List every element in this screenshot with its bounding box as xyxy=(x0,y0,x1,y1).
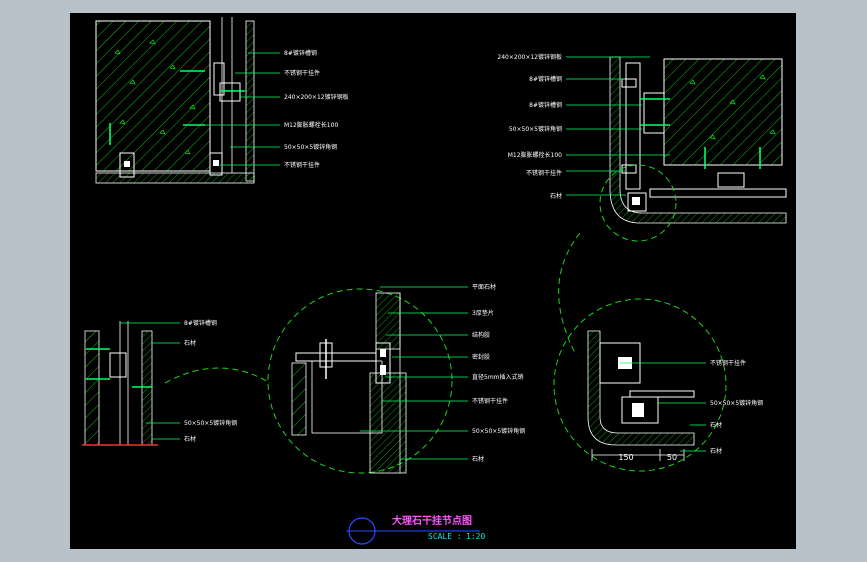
stone-panel-base xyxy=(95,172,255,184)
label: 不锈钢干挂件 xyxy=(284,69,320,77)
label: 不锈钢干挂件 xyxy=(472,397,508,405)
label: 不锈钢干挂件 xyxy=(526,169,562,177)
expansion-bolts xyxy=(86,348,152,388)
label: 50×50×5镀锌角钢 xyxy=(710,399,763,407)
concrete-aggregate-marks xyxy=(114,39,196,155)
drawing-sheet: 8#镀锌槽钢 不锈钢干挂件 240×200×12镀锌钢板 M12膨胀螺栓长100… xyxy=(70,13,796,549)
clip-anchor-pin xyxy=(213,160,219,166)
drawing-title: 大理石干挂节点图 xyxy=(392,514,472,527)
label: 结构胶 xyxy=(472,331,490,339)
bracket xyxy=(109,352,127,378)
label: 3厚垫片 xyxy=(472,309,494,317)
clip-anchor-pin xyxy=(632,197,640,205)
wall-section xyxy=(84,330,100,446)
stone-panel-vertical xyxy=(245,20,255,182)
wall-section xyxy=(291,362,307,436)
callout-connector xyxy=(558,232,581,354)
label: 8#镀锌槽钢 xyxy=(529,75,562,83)
steel-plate xyxy=(213,62,225,96)
label: 平面石材 xyxy=(472,283,496,291)
scale-value: 1:20 xyxy=(466,532,485,541)
leader-lines xyxy=(195,52,280,166)
label: 50×50×5镀锌角钢 xyxy=(472,427,525,435)
label: 240×200×12镀锌钢板 xyxy=(497,53,562,61)
steel-channel xyxy=(625,62,641,190)
angle-steel xyxy=(649,188,787,198)
concrete-wall xyxy=(663,58,783,166)
stone-panel xyxy=(141,330,153,446)
label: 50×50×5镀锌角钢 xyxy=(509,125,562,133)
dimension-text: 50 xyxy=(667,453,677,462)
stone-panel-lower xyxy=(369,372,407,474)
leader-lines xyxy=(360,286,468,460)
detail-bottom-left: 8#镀锌槽钢 石材 50×50×5镀锌角钢 石材 xyxy=(82,319,237,446)
clip-anchor-pin xyxy=(124,161,130,167)
clip-anchor xyxy=(627,192,647,212)
clip-anchor-pin xyxy=(380,365,386,375)
stone-panel-upper xyxy=(375,292,401,350)
label: 石材 xyxy=(710,421,722,429)
detail-top-left: 8#镀锌槽钢 不锈钢干挂件 240×200×12镀锌钢板 M12膨胀螺栓长100… xyxy=(95,17,349,184)
label: M12膨胀螺栓长100 xyxy=(508,151,562,159)
label: 石材 xyxy=(184,339,196,347)
angle-steel xyxy=(295,352,377,362)
callout-connector xyxy=(164,367,271,384)
label: 石材 xyxy=(472,455,484,463)
clip-anchor xyxy=(717,172,745,188)
detail-callout-circle xyxy=(599,164,677,242)
clip-anchor-pin xyxy=(632,403,644,417)
angle-steel xyxy=(629,390,695,398)
dimension-text: 150 xyxy=(618,453,633,462)
angle-steel-profile xyxy=(311,360,383,434)
leader-lines xyxy=(620,362,706,452)
concrete-aggregate-marks xyxy=(689,74,776,140)
clip-anchor xyxy=(119,152,135,178)
concrete-wall xyxy=(95,20,211,172)
label: 8#镀锌槽钢 xyxy=(529,101,562,109)
label: 不锈钢干挂件 xyxy=(284,161,320,169)
detail-enlargement-circle xyxy=(553,298,727,472)
title-block: 大理石干挂节点图 SCALE : 1:20 xyxy=(346,514,485,545)
leader-lines xyxy=(120,322,180,440)
label: 密封胶 xyxy=(472,353,490,361)
scale-label: SCALE : xyxy=(428,532,462,541)
label: 50×50×5镀锌角钢 xyxy=(284,143,337,151)
label: M12膨胀螺栓长100 xyxy=(284,121,338,129)
stone-panel-corner xyxy=(609,56,787,224)
steel-plate xyxy=(643,92,665,134)
label: 石材 xyxy=(550,192,562,200)
clip-anchor xyxy=(209,152,223,176)
label: 直径5mm插入式销 xyxy=(472,373,524,381)
leader-lines xyxy=(566,56,670,196)
label: 不锈钢干挂件 xyxy=(710,359,746,367)
detail-bottom-center: 平面石材 3厚垫片 结构胶 密封胶 直径5mm插入式销 不锈钢干挂件 50×50… xyxy=(267,283,525,474)
clip-anchor xyxy=(375,342,391,384)
label: 50×50×5镀锌角钢 xyxy=(184,419,237,427)
bracket xyxy=(219,82,241,102)
cad-drawing: 8#镀锌槽钢 不锈钢干挂件 240×200×12镀锌钢板 M12膨胀螺栓长100… xyxy=(82,17,787,545)
stone-panel-corner xyxy=(587,330,695,446)
detail-enlargement-circle xyxy=(267,288,453,474)
detail-top-right: 240×200×12镀锌钢板 8#镀锌槽钢 8#镀锌槽钢 50×50×5镀锌角钢… xyxy=(497,53,787,242)
expansion-bolts xyxy=(640,98,761,169)
label: 石材 xyxy=(184,435,196,443)
label: 240×200×12镀锌钢板 xyxy=(284,93,349,101)
label: 8#镀锌槽钢 xyxy=(184,319,217,327)
label: 8#镀锌槽钢 xyxy=(284,49,317,57)
bracket xyxy=(621,164,637,174)
label: 石材 xyxy=(710,447,722,455)
clip-anchor-pin xyxy=(380,349,386,357)
detail-bottom-right: 150 50 不锈钢干挂件 50×50×5镀锌角钢 石材 石材 xyxy=(553,298,763,472)
bracket xyxy=(621,78,637,88)
